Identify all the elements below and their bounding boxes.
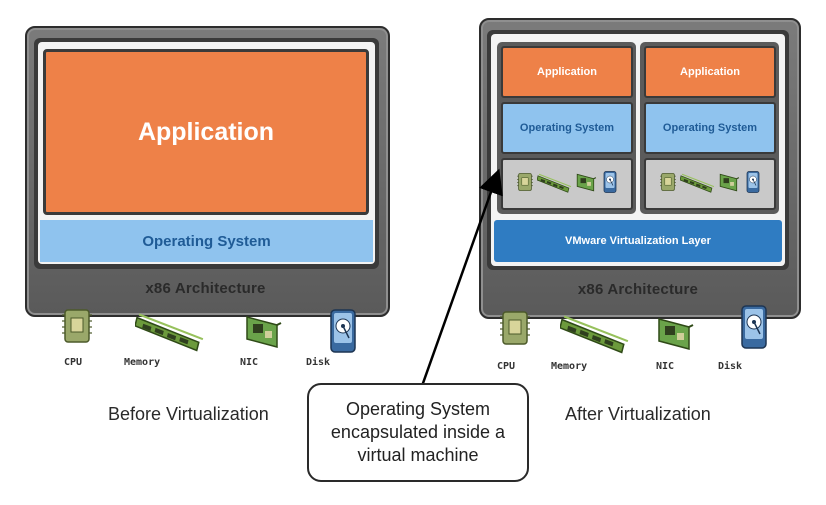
vm-1-application-block: Application	[501, 46, 633, 98]
vm-1-virtual-hardware	[501, 158, 633, 210]
before-os-label: Operating System	[142, 232, 271, 250]
before-application-block: Application	[43, 49, 369, 215]
before-caption: Before Virtualization	[108, 404, 269, 424]
before-hw-label-nic: NIC	[240, 357, 259, 368]
before-hw-label-memory: Memory	[124, 357, 161, 368]
vm-2-os-label: Operating System	[662, 122, 758, 134]
callout-line-2: encapsulated inside a	[330, 422, 506, 442]
callout-line-1: Operating System	[345, 399, 491, 419]
callout-box: Operating System encapsulated inside a v…	[307, 383, 529, 482]
callout-line-3: virtual machine	[357, 445, 479, 465]
vm-2-application-label: Application	[680, 66, 740, 78]
vm-1-os-label: Operating System	[519, 122, 615, 134]
before-os-block: Operating System	[40, 220, 373, 262]
before-hw-label-disk: Disk	[306, 357, 331, 368]
after-hw-label-disk: Disk	[718, 361, 743, 372]
after-architecture-label: x86 Architecture	[577, 281, 699, 298]
before-hw-label-cpu: CPU	[64, 357, 83, 368]
vmware-virtualization-layer: VMware Virtualization Layer	[494, 220, 782, 262]
before-application-label: Application	[137, 117, 275, 146]
before-architecture-label: x86 Architecture	[145, 280, 266, 297]
vm-2-virtual-hardware	[644, 158, 776, 210]
vm-2-application-block: Application	[644, 46, 776, 98]
vm-1-os-block: Operating System	[501, 102, 633, 154]
after-hw-label-cpu: CPU	[497, 361, 516, 372]
vm-1-application-label: Application	[537, 66, 597, 78]
after-hw-label-nic: NIC	[656, 361, 675, 372]
after-caption: After Virtualization	[565, 404, 711, 424]
vmware-layer-label: VMware Virtualization Layer	[565, 235, 711, 247]
after-hw-label-memory: Memory	[551, 361, 588, 372]
vm-2-os-block: Operating System	[644, 102, 776, 154]
